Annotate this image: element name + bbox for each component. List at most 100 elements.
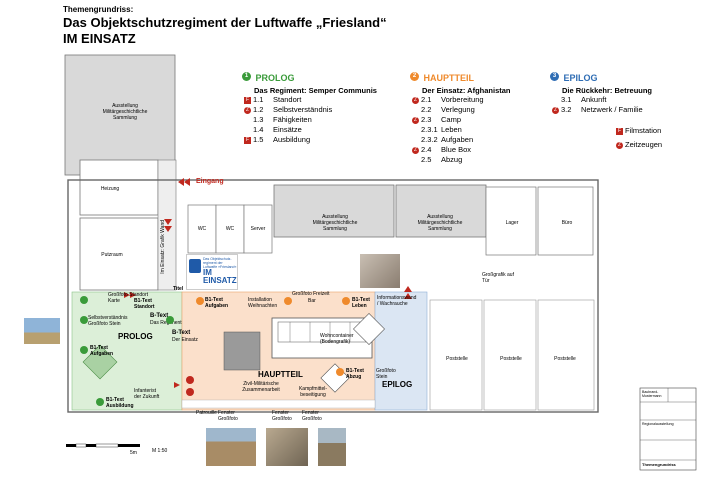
plan-infanterist: Infanterist der Zukunft: [134, 388, 160, 400]
wohncontainer: [271, 317, 373, 359]
plan-grossfoto-standort: Großfoto Standort: [108, 292, 149, 298]
prolog-title: PROLOG: [255, 73, 295, 83]
room-lager: [485, 186, 537, 256]
logo-main-text: IM EINSATZ: [203, 268, 237, 285]
arrow-epilog: [404, 286, 412, 292]
map-board: [223, 331, 261, 371]
hauptteil-subtitle: Der Einsatz: Afghanistan: [422, 86, 511, 95]
label-buero: Büro: [561, 220, 573, 226]
plan-b-text-1: B-Text: [150, 313, 169, 319]
label-poststelle-2: Poststelle: [500, 356, 522, 362]
plan-fenster-3: Fenster Großfoto: [302, 410, 322, 422]
legend-prolog: 1 PROLOG Das Regiment: Semper Communis F…: [242, 68, 402, 145]
zone-prolog: [71, 291, 183, 411]
room-server: [243, 204, 273, 254]
label-ausstellung-top: Ausstellung Militärgeschichtliche Sammlu…: [102, 103, 148, 121]
room-poststelle-1: [429, 299, 483, 411]
station-dot: [186, 388, 194, 396]
label-poststelle-3: Poststelle: [554, 356, 576, 362]
zone-label-prolog: PROLOG: [118, 332, 153, 341]
tb-line1: Baubrand-Mustermann: [642, 390, 662, 398]
zone-epilog: [374, 291, 428, 411]
photo-patrouille: [206, 428, 256, 466]
film-icon: F: [616, 127, 623, 135]
plan-b-text-2: B-Text: [172, 330, 191, 336]
film-icon: F: [244, 136, 251, 144]
room-ausstellung-top: [64, 54, 176, 176]
tb-line3: Themengrundriss: [642, 462, 676, 467]
logo-small-text: Das Objektschutz-regiment der Luftwaffe …: [203, 257, 237, 269]
plan-karte: Karte: [108, 298, 120, 304]
hauptteil-title: HAUPTTEIL: [423, 73, 474, 83]
arrow-corridor: [164, 219, 172, 225]
film-icon: F: [244, 96, 251, 104]
scale-ratio: M 1:50: [152, 448, 168, 454]
zeitzeuge-icon: Z: [244, 106, 251, 114]
label-ausstellung-mid-1: Ausstellung Militärgeschichtliche Sammlu…: [312, 214, 358, 232]
hauptteil-number-icon: 2: [410, 72, 419, 82]
label-grossgrafik-tuer: Großgrafik auf Tür: [482, 272, 514, 284]
epilog-title: EPILOG: [563, 73, 598, 83]
plan-b1-ausbildung: B1-Text Ausbildung: [106, 397, 134, 409]
zeitzeuge-icon: Z: [552, 106, 559, 114]
label-wc-2: WC: [225, 226, 235, 232]
plan-title: Das Objektschutzregiment der Luftwaffe „…: [63, 15, 387, 47]
plan-info-wand: Informationswand / Wachrauche: [377, 295, 417, 307]
arrow-eingang: [184, 178, 190, 186]
zeitzeuge-icon: Z: [412, 96, 419, 104]
label-putzraum: Putzraum: [101, 252, 123, 258]
label-eingang: Eingang: [196, 178, 224, 185]
room-heizung: [79, 159, 159, 216]
photo-zeitzeuge: [266, 428, 308, 466]
plan-installation: Installation Weihnachten: [248, 297, 278, 309]
plan-fenster-1: Fenster Großfoto: [218, 410, 238, 422]
plan-bar: Bar: [308, 298, 316, 304]
label-server: Server: [250, 226, 266, 232]
zeitzeuge-icon: Z: [412, 116, 419, 124]
tb-line2: Regionalausstellung: [642, 422, 674, 426]
zeitzeuge-icon: Z: [412, 146, 419, 154]
label-heizung: Heizung: [100, 186, 120, 192]
prolog-diamond: [82, 344, 118, 380]
epilog-subtitle: Die Rückkehr: Betreuung: [562, 86, 653, 95]
station-dot: [96, 398, 104, 406]
label-lager: Lager: [505, 220, 519, 226]
plan-grossfoto-freizeit: Großfoto Freizeit: [292, 291, 330, 297]
epilog-number-icon: 3: [550, 72, 559, 82]
label-poststelle-1: Poststelle: [446, 356, 468, 362]
plan-der-einsatz: Der Einsatz: [172, 337, 198, 343]
prolog-subtitle: Das Regiment: Semper Communis: [254, 86, 377, 95]
zone-label-epilog: EPILOG: [382, 380, 413, 389]
photo-epilog: [360, 254, 400, 288]
plan-fenster-2: Fenster Großfoto: [272, 410, 292, 422]
label-einsatz-vertikal: Im Einsatz: Grafik Wand: [160, 220, 166, 274]
plan-b1-standort: B1-Text Standort: [134, 298, 155, 310]
photo-standort: [24, 318, 60, 344]
crest-icon: [189, 259, 201, 273]
room-poststelle-2: [483, 299, 537, 411]
zone-label-hauptteil: HAUPTTEIL: [258, 370, 303, 379]
station-dot: [186, 376, 194, 384]
station-dot: [196, 297, 204, 305]
plan-b1-abzug: B1-Text Abzug: [346, 368, 364, 380]
room-ausstellung-mid-2: [395, 184, 487, 238]
scale-5m: 5m: [130, 450, 137, 456]
room-putzraum: [79, 217, 159, 291]
station-dot: [342, 297, 350, 305]
plan-patrouille: Patrouille: [196, 410, 217, 416]
station-dot: [166, 316, 174, 324]
station-dot: [284, 297, 292, 305]
plan-b1-aufgaben: B1-Text Aufgaben: [90, 345, 114, 357]
hauptteil-diamond-2: [353, 313, 385, 345]
title-line-2: IM EINSATZ: [63, 31, 136, 46]
